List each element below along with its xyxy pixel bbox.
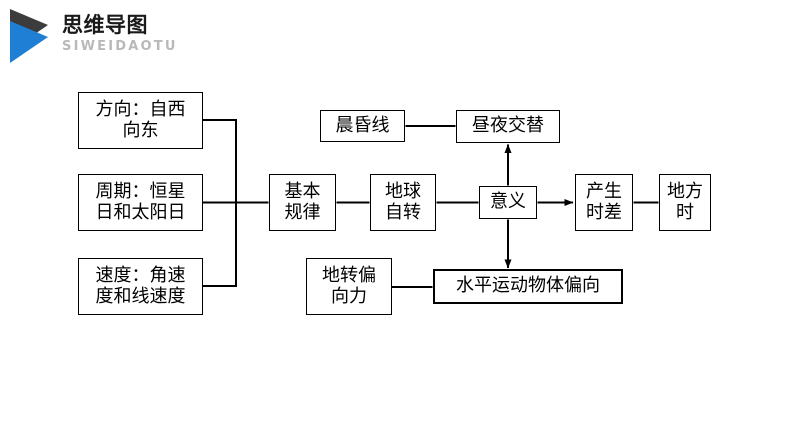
node-rotation[interactable]: 地球 自转: [370, 174, 436, 231]
node-twilight[interactable]: 晨昏线: [320, 110, 405, 142]
page-title: 思维导图: [62, 13, 148, 37]
play-triangle-logo-icon: [8, 8, 54, 64]
node-direction[interactable]: 方向：自西 向东: [78, 92, 203, 149]
page-header: 思维导图 SIWEIDAOTU: [0, 0, 794, 80]
node-coriolis[interactable]: 地转偏 向力: [306, 258, 392, 315]
node-significance[interactable]: 意义: [479, 186, 537, 219]
edge-left-bracket: [202, 119, 237, 287]
node-time-diff[interactable]: 产生 时差: [575, 174, 633, 231]
node-deflection[interactable]: 水平运动物体偏向: [433, 269, 623, 304]
node-period[interactable]: 周期：恒星 日和太阳日: [78, 174, 203, 231]
node-day-night[interactable]: 昼夜交替: [456, 110, 560, 143]
node-basic-law[interactable]: 基本 规律: [269, 174, 336, 231]
node-local-time[interactable]: 地方 时: [659, 174, 711, 231]
node-speed[interactable]: 速度：角速 度和线速度: [78, 258, 203, 315]
header-text-block: 思维导图 SIWEIDAOTU: [62, 12, 178, 55]
page-subtitle-pinyin: SIWEIDAOTU: [62, 39, 178, 54]
